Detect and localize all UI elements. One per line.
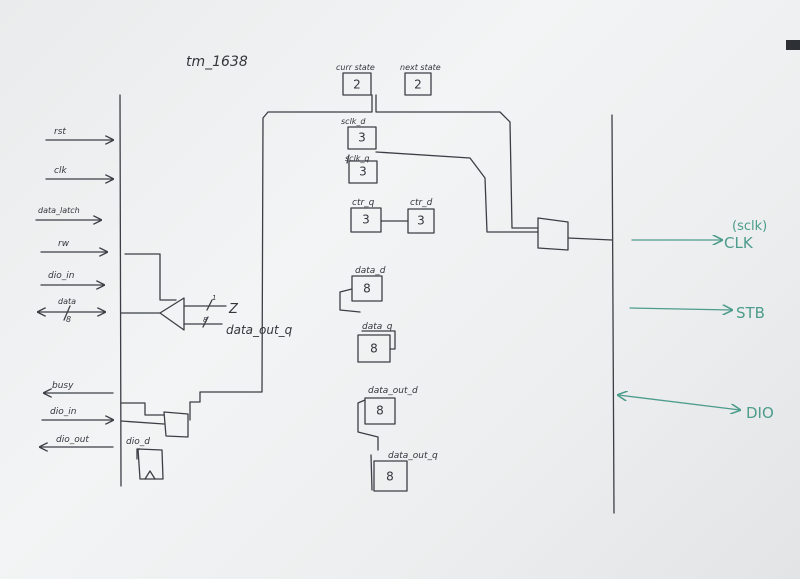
- state-to-mux-wire: [375, 94, 539, 229]
- input-clk: clk: [45, 166, 113, 179]
- input-data-latch: data_latch: [35, 206, 101, 220]
- output-stb: STB: [629, 304, 765, 322]
- output-mux: [537, 217, 613, 251]
- output-clk-label: CLK: [724, 234, 754, 252]
- module-right-boundary: [611, 114, 615, 514]
- input-dio-in-bottom-label: dio_in: [50, 407, 77, 417]
- bidir-data-width: 8: [66, 315, 71, 324]
- input-dio-in-top-label: dio_in: [48, 271, 75, 281]
- sclk-q-label: sclk_q: [345, 154, 370, 163]
- data-out-q-label: data_out_q: [388, 451, 438, 461]
- dio-mux: [120, 411, 189, 438]
- data-out-d-width: 8: [376, 404, 384, 418]
- curr-state-width: 2: [353, 78, 361, 92]
- ctr-d-label: ctr_d: [410, 198, 433, 208]
- board-edge: [786, 40, 800, 50]
- data-d-width: 8: [363, 282, 371, 296]
- output-dio-out-label: dio_out: [56, 435, 89, 445]
- output-stb-label: STB: [736, 304, 765, 322]
- sclk-q-width: 3: [359, 165, 367, 179]
- tristate-z-label: Z: [228, 302, 239, 317]
- output-busy-label: busy: [52, 381, 74, 391]
- ctr-d-width: 3: [417, 214, 425, 228]
- module-left-boundary: [119, 94, 122, 487]
- input-dio-in-bottom: dio_in: [41, 407, 113, 420]
- next-state-label: next state: [400, 63, 441, 72]
- data-out-q-width: 8: [386, 470, 394, 484]
- state-bus: [189, 94, 373, 421]
- sclk-d-label: sclk_d: [341, 117, 366, 126]
- register-curr-state: curr state 2: [336, 63, 375, 96]
- data-q-label: data_q: [362, 322, 393, 332]
- register-sclk-q: sclk_q 3: [345, 154, 378, 184]
- sclk-d-width: 3: [358, 131, 366, 145]
- register-data-out-q: data_out_q 8: [370, 451, 438, 492]
- output-dio: DIO: [618, 395, 774, 422]
- input-rw: rw: [40, 239, 107, 252]
- sclk-to-mux-wire: [375, 151, 539, 233]
- ctr-q-label: ctr_q: [352, 198, 375, 208]
- input-dio-in-top: dio_in: [40, 271, 104, 285]
- output-busy: busy: [44, 381, 114, 393]
- register-data-d: data_d 8: [339, 266, 386, 313]
- data-q-width: 8: [370, 342, 378, 356]
- register-ctr-d: ctr_d 3: [380, 198, 435, 234]
- tristate-bit1: 1: [212, 294, 216, 302]
- register-next-state: next state 2: [400, 63, 441, 96]
- output-sclk-note: (sclk): [732, 219, 767, 234]
- tristate-data-out-q-label: data_out_q: [226, 323, 293, 337]
- tristate-buffer: 1 8 Z data_out_q: [120, 253, 293, 337]
- module-title: tm_1638: [186, 54, 248, 70]
- bidir-data-label: data: [58, 297, 76, 306]
- register-data-out-d: data_out_d 8: [357, 386, 418, 451]
- register-data-q: data_q 8: [357, 322, 396, 363]
- register-sclk-d: sclk_d 3: [341, 117, 377, 150]
- input-data-latch-label: data_latch: [38, 206, 80, 215]
- bidir-data: data 8: [38, 297, 105, 324]
- data-d-label: data_d: [355, 266, 386, 276]
- tristate-bit8: 8: [203, 316, 208, 324]
- curr-state-label: curr state: [336, 63, 375, 72]
- data-out-d-label: data_out_d: [368, 386, 418, 396]
- output-dio-out: dio_out: [40, 435, 114, 447]
- dio-d-register: dio_d: [126, 437, 164, 480]
- output-clk: (sclk) CLK: [631, 219, 767, 252]
- lower-control-wire: [120, 402, 165, 416]
- dio-d-label: dio_d: [126, 437, 150, 447]
- output-dio-label: DIO: [746, 404, 774, 422]
- sclk-q-side-wire: [346, 154, 350, 164]
- input-rst: rst: [45, 127, 113, 140]
- input-rw-label: rw: [58, 239, 70, 249]
- register-ctr-q: ctr_q 3: [350, 198, 382, 233]
- ctr-q-width: 3: [362, 213, 370, 227]
- next-state-width: 2: [414, 78, 422, 92]
- input-clk-label: clk: [54, 166, 67, 176]
- input-rst-label: rst: [54, 127, 66, 137]
